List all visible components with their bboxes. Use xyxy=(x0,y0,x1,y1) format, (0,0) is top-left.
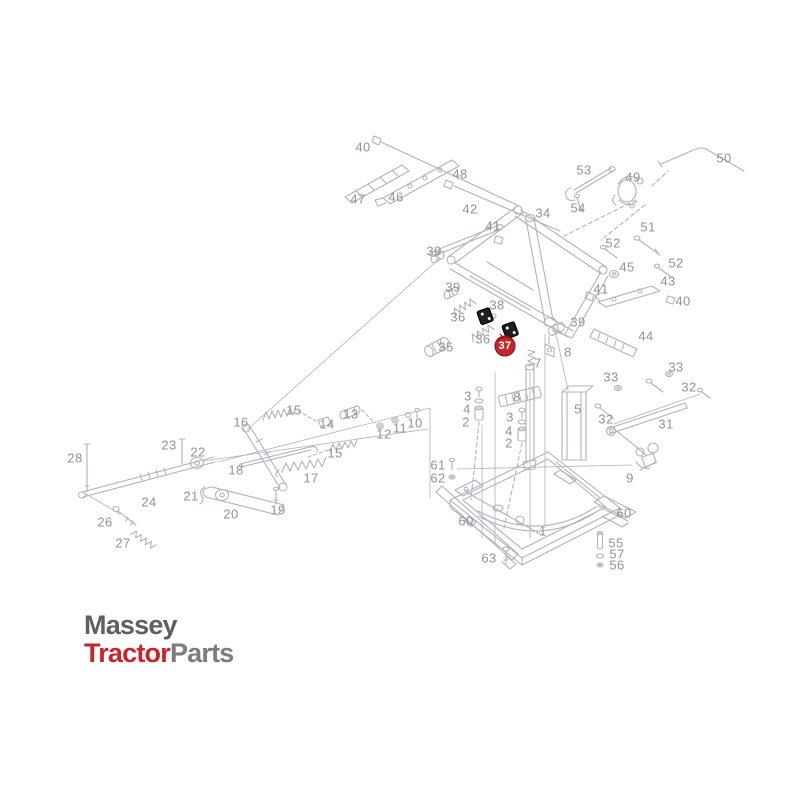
latch-49 xyxy=(612,175,644,209)
bolt-right-edge xyxy=(696,387,711,399)
cylinder-13 xyxy=(339,405,376,424)
spring-15-top xyxy=(262,405,317,422)
bolt-32-right xyxy=(645,378,664,393)
pin-28 xyxy=(83,443,91,493)
rail-60-left xyxy=(435,485,519,570)
bolt-54 xyxy=(573,193,583,212)
spring-17 xyxy=(275,456,327,478)
bolt-52-a xyxy=(599,244,618,259)
long-guide-lines xyxy=(481,333,569,546)
spring-15-bottom xyxy=(307,439,358,458)
cone-14 xyxy=(317,416,332,428)
washer-62 xyxy=(448,474,456,480)
cable-50 xyxy=(657,147,745,172)
clip-48 xyxy=(443,179,561,232)
seat-base-1 xyxy=(449,451,621,566)
clip-41-right xyxy=(584,291,595,302)
rail-47 xyxy=(344,164,410,204)
clip-41-left xyxy=(493,235,504,245)
bolt-column-b xyxy=(503,407,527,529)
brand-massey: Massey xyxy=(84,610,178,640)
brand-tractor: Tractor xyxy=(84,637,171,668)
clamp-black-b xyxy=(501,321,519,340)
rod-24 xyxy=(77,456,216,515)
knob-37-highlighted xyxy=(494,333,516,357)
brand-tractorparts: TractorParts xyxy=(84,637,234,668)
bolt-19 xyxy=(272,486,280,505)
roller-35 xyxy=(424,337,450,357)
nut-56 xyxy=(596,562,604,568)
plate-8 xyxy=(498,385,542,408)
washers-12-11-10 xyxy=(376,407,420,430)
clip-21 xyxy=(199,486,206,505)
scissor-frame xyxy=(446,205,609,339)
bracket-8-top xyxy=(544,336,555,358)
bolt-32-left xyxy=(594,403,615,420)
bolt-column-a xyxy=(470,386,484,501)
spring-36-a xyxy=(453,298,477,317)
rail-60-right xyxy=(593,495,637,528)
clip-40-top xyxy=(371,135,520,207)
arm-16 xyxy=(241,423,288,492)
brand-parts: Parts xyxy=(169,637,234,668)
construction-lines xyxy=(217,257,441,499)
tower-5 xyxy=(561,385,594,461)
pin-23 xyxy=(178,438,186,465)
washer-33-right xyxy=(664,370,674,378)
frame-20 xyxy=(202,486,285,516)
link-rod-42 xyxy=(429,223,504,258)
screw-61 xyxy=(448,457,456,471)
washer-33-left xyxy=(613,384,623,392)
clamp-black-a xyxy=(476,307,494,326)
latch-9 xyxy=(456,427,659,471)
clip-40-right xyxy=(665,295,676,305)
rail-46 xyxy=(374,159,460,207)
dashed-leaders xyxy=(563,170,669,241)
spring-36-b xyxy=(471,324,495,343)
lever-53 xyxy=(565,165,616,202)
damper-7 xyxy=(522,349,537,471)
brand-logo: Massey TractorParts xyxy=(84,610,234,668)
spring-27 xyxy=(130,530,157,549)
bolt-51 xyxy=(633,235,661,256)
lever-31 xyxy=(605,393,701,437)
bushing-39-b xyxy=(443,286,459,300)
bushing-39-c xyxy=(547,321,566,337)
bolt-63 xyxy=(502,546,510,565)
bolt-52-b xyxy=(653,263,672,278)
roller-44 xyxy=(589,328,638,358)
washer-57 xyxy=(595,553,605,559)
pin-55 xyxy=(596,530,604,550)
plate-43 xyxy=(594,285,661,308)
bolt-26 xyxy=(112,505,137,526)
rod-18 xyxy=(238,446,318,468)
bushing-45 xyxy=(608,269,620,279)
